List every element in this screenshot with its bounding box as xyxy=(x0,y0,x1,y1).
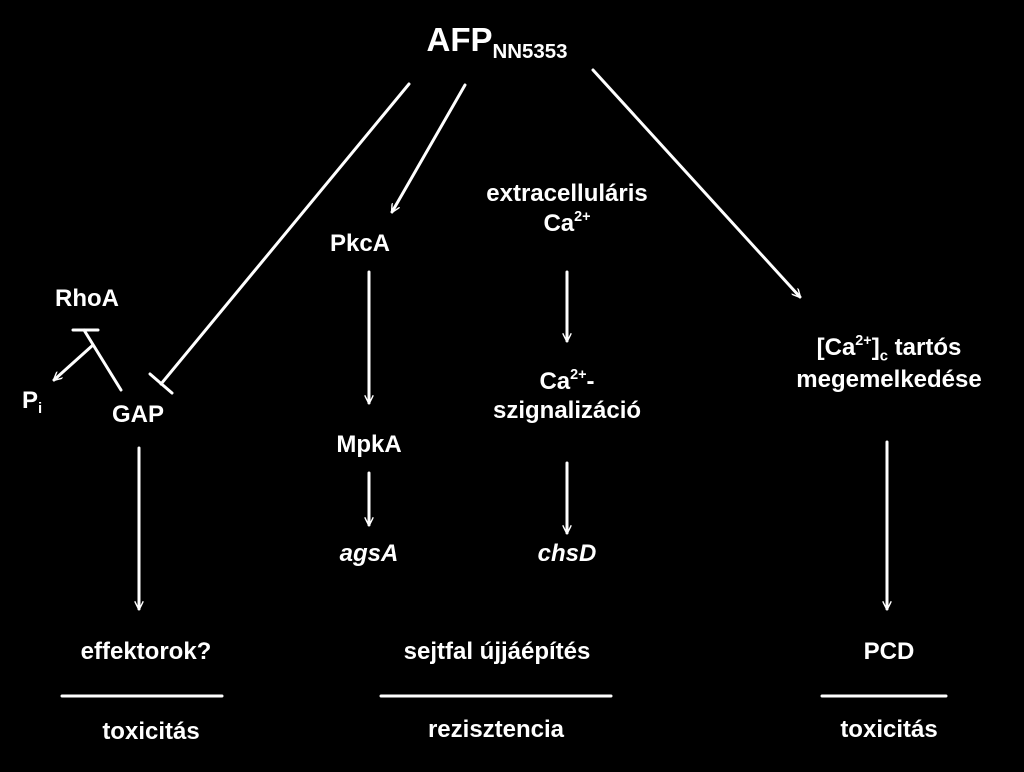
chsd-label: chsD xyxy=(537,540,597,567)
afp-main: AFP xyxy=(426,21,493,58)
arrow-rhoa-to-pi xyxy=(54,343,95,380)
ca-signaling-hyphen: - xyxy=(586,368,595,396)
ca-cyto-label: [Ca2+]c tartós megemelkedése xyxy=(796,333,981,395)
ca-signaling-ca: Ca xyxy=(539,368,571,396)
extracellular-line1: extracelluláris xyxy=(486,180,648,207)
extracellular-ca-charge: 2+ xyxy=(574,208,591,225)
effectors-label: effektorok? xyxy=(80,638,212,665)
pi-label: Pi xyxy=(22,387,42,419)
ca-signaling-charge: 2+ xyxy=(570,367,587,383)
extracellular-ca-label: extracelluláris Ca2+ xyxy=(486,180,647,239)
ca-cyto-rest: tartós xyxy=(888,334,962,362)
afp-label: AFPNN5353 xyxy=(427,20,568,65)
arrow-afp-to-ca-cyto xyxy=(591,68,800,297)
ca-signaling-line1: Ca2+- xyxy=(493,367,641,397)
inhibit-bar-gap xyxy=(148,372,174,395)
ca-cyto-close: ] xyxy=(871,334,880,362)
inhibit-gap-to-rhoa xyxy=(82,328,123,392)
arrow-afp-to-pkca xyxy=(390,83,467,212)
outcome-right: toxicitás xyxy=(840,716,938,743)
mpka-label: MpkA xyxy=(336,431,402,458)
pkca-label: PkcA xyxy=(329,230,391,257)
pi-sub: i xyxy=(38,401,43,418)
agsa-label: agsA xyxy=(339,540,399,567)
ca-cyto-sub: c xyxy=(879,348,889,365)
pcd-label: PCD xyxy=(863,638,915,665)
extracellular-line2: Ca2+ xyxy=(486,209,647,239)
ca-cyto-charge: 2+ xyxy=(855,333,872,349)
ca-cyto-line2: megemelkedése xyxy=(796,366,982,394)
outcome-middle: rezisztencia xyxy=(427,716,565,743)
rhoa-label: RhoA xyxy=(55,285,119,312)
ca-cyto-open: [Ca xyxy=(816,334,856,362)
pi-base: P xyxy=(22,387,39,414)
ca-signaling-label: Ca2+- szignalizáció xyxy=(493,367,641,426)
ca-signaling-line2: szignalizáció xyxy=(492,396,642,424)
gap-label: GAP xyxy=(111,401,165,428)
extracellular-ca: Ca xyxy=(543,209,575,237)
outcome-left: toxicitás xyxy=(102,718,200,745)
cell-wall-label: sejtfal újjáépítés xyxy=(403,638,591,665)
ca-cyto-line1: [Ca2+]c tartós xyxy=(796,333,981,366)
afp-sub: NN5353 xyxy=(492,40,568,64)
inhibit-afp-to-gap xyxy=(159,82,411,386)
